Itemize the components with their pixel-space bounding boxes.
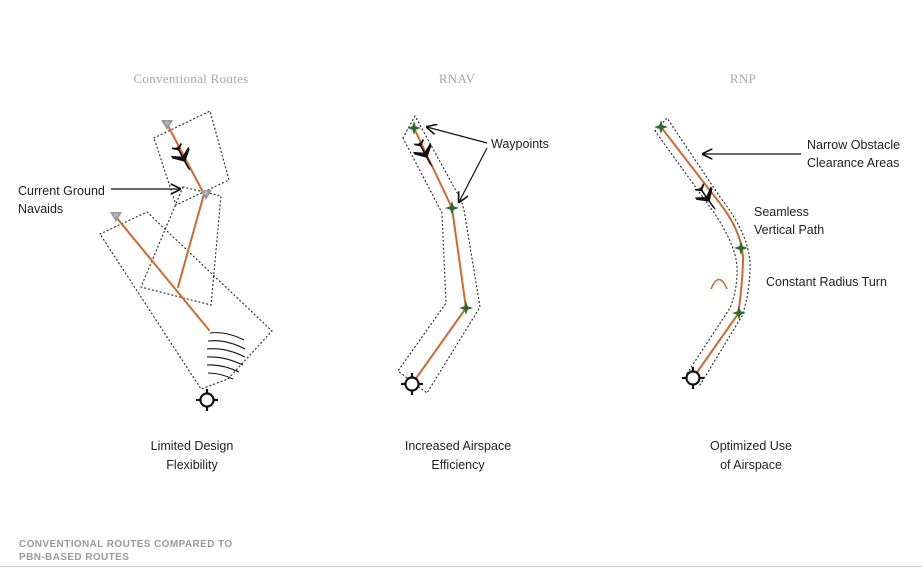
airplane-icon	[167, 140, 199, 176]
coverage-arcs	[206, 332, 246, 380]
note-label: Constant Radius Turn	[766, 275, 887, 289]
note-label: Narrow Obstacle	[807, 138, 900, 152]
panel-rnav: RNAV Waypoints Increased Airspace Effici…	[397, 71, 549, 472]
panel-title-rnp: RNP	[730, 71, 756, 86]
note-narrow-obstacle-clearance: Narrow Obstacle Clearance Areas	[703, 138, 900, 170]
panel-caption-line: Increased Airspace	[405, 439, 511, 453]
note-current-ground-navaids: Current Ground Navaids	[18, 184, 180, 216]
panel-title-conventional: Conventional Routes	[133, 71, 248, 86]
airport-icon	[194, 387, 220, 413]
note-constant-radius-turn: Constant Radius Turn	[766, 275, 887, 289]
airport-icon	[680, 365, 706, 391]
panel-caption-line: Efficiency	[431, 458, 485, 472]
panel-caption-line: Flexibility	[166, 458, 218, 472]
turn-arc-icon	[710, 278, 728, 290]
airport-icon	[399, 371, 425, 397]
figure-footer: CONVENTIONAL ROUTES COMPARED TO PBN-BASE…	[19, 539, 233, 563]
panel-title-rnav: RNAV	[439, 71, 476, 86]
navaid-icon	[110, 212, 122, 222]
panel-caption-line: Optimized Use	[710, 439, 792, 453]
note-label: Clearance Areas	[807, 156, 899, 170]
footer-line: PBN-BASED ROUTES	[19, 552, 129, 563]
rnav-route	[411, 127, 467, 385]
panel-caption-line: of Airspace	[720, 458, 782, 472]
panel-conventional: Conventional Routes Current Ground Navai…	[18, 71, 273, 472]
note-label: Seamless	[754, 205, 809, 219]
note-label: Current Ground	[18, 184, 105, 198]
note-seamless-vertical-path: Seamless Vertical Path	[754, 205, 824, 237]
rnav-protection-area	[397, 114, 481, 394]
note-waypoints: Waypoints	[427, 127, 549, 202]
waypoint-star-icon	[734, 241, 748, 255]
note-label: Vertical Path	[754, 223, 824, 237]
navaid-icon	[161, 120, 173, 130]
pointer-arrow	[427, 127, 488, 144]
panel-rnp: RNP Narrow Obstacle Clearance Areas Seam…	[654, 71, 900, 472]
note-label: Navaids	[18, 202, 63, 216]
bottom-divider	[0, 566, 922, 567]
footer-line: CONVENTIONAL ROUTES COMPARED TO	[19, 539, 233, 550]
waypoint-star-icon	[459, 301, 473, 315]
note-label: Waypoints	[491, 137, 549, 151]
pointer-arrow	[459, 147, 488, 202]
rnp-route	[660, 126, 745, 379]
protection-areas	[99, 110, 273, 390]
rnp-protection-area	[654, 117, 751, 386]
panel-caption-line: Limited Design	[151, 439, 234, 453]
waypoint-star-icon	[445, 201, 459, 215]
